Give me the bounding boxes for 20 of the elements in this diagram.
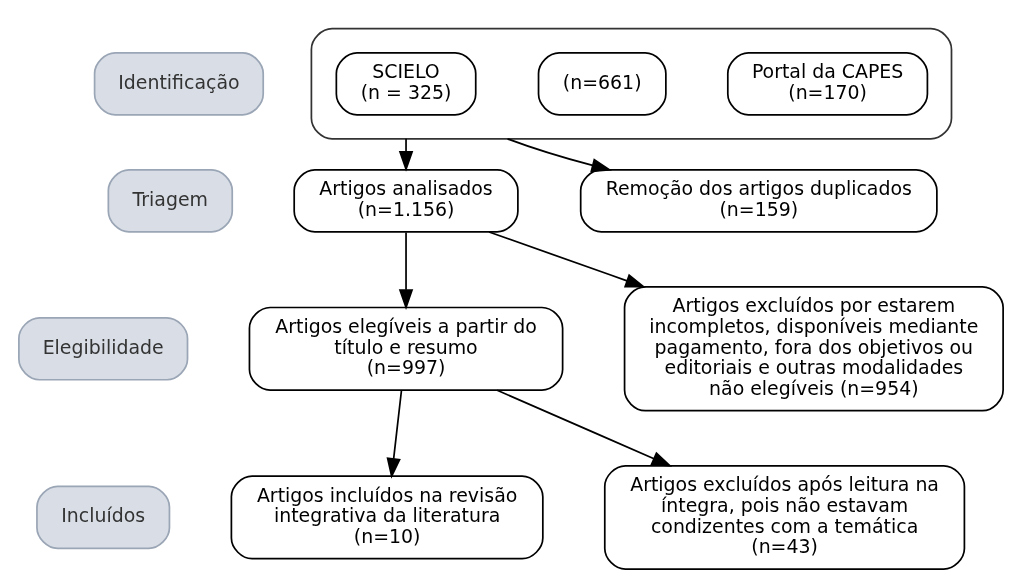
node-box: Remoção dos artigos duplicados (n=159) [579,168,938,233]
node-box: Artigos excluídos por estarem incompletos, disponíveis mediante pagamento, fora dos objetivos ou editoriais e outras modalidades não elegíveis (n=954) [623,285,1004,412]
arrow [398,231,414,310]
node-box: Artigos elegíveis a partir do título e resumo (n=997) [248,306,564,391]
node-box: Elegibilidade [18,316,189,381]
arrow [496,389,673,467]
arrow [386,389,403,479]
node-box: Artigos incluídos na revisão integrativa da literatura (n=10) [230,475,544,560]
node-box: (n=661) [537,51,667,116]
node-box: Incluídos [36,485,171,550]
arrow [506,138,612,173]
node-box: Portal da CAPES (n=170) [726,51,929,116]
node-box: Artigos analisados (n=1.156) [293,168,519,233]
node-box: SCIELO (n = 325) [335,51,477,116]
arrow [398,138,414,172]
node-box: Triagem [107,168,234,233]
node-box: Artigos excluídos após leitura na íntegra, pois não estavam condizentes com a temática (n=43) [603,464,966,570]
cluster [310,27,953,140]
node-box: Identificação [93,51,265,116]
arrow [488,231,646,288]
